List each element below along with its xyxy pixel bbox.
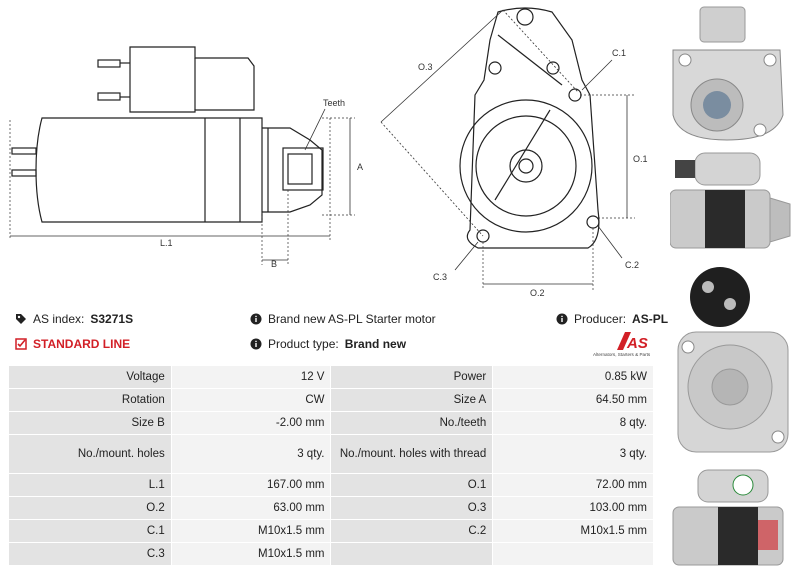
product-type-value: Brand new <box>344 337 407 351</box>
product-description: Brand new AS-PL Starter motor <box>250 312 436 326</box>
spec-label: Power <box>330 365 494 389</box>
product-type: Product type: Brand new <box>250 337 406 351</box>
product-type-label: Product type: <box>268 337 339 351</box>
spec-value <box>492 542 654 566</box>
spec-label: O.3 <box>330 496 494 520</box>
spec-value: 103.00 mm <box>492 496 654 520</box>
spec-value: M10x1.5 mm <box>170 542 332 566</box>
spec-value: 8 qty. <box>492 411 654 435</box>
info-icon <box>250 338 262 350</box>
spec-value: M10x1.5 mm <box>170 519 332 543</box>
product-photo-front <box>672 6 784 141</box>
info-icon <box>556 313 568 325</box>
spec-value: CW <box>170 388 332 412</box>
logo-mark: AS <box>626 335 648 352</box>
checkbox-checked-icon <box>15 338 27 350</box>
label-o2: O.2 <box>530 288 545 298</box>
standard-line-text: STANDARD LINE <box>33 337 131 351</box>
spec-label: L.1 <box>8 473 172 497</box>
label-c1: C.1 <box>612 48 626 58</box>
spec-value: 63.00 mm <box>170 496 332 520</box>
spec-value: 72.00 mm <box>492 473 654 497</box>
label-c3: C.3 <box>433 272 447 282</box>
product-photo-side-label <box>672 469 784 566</box>
spec-label: Rotation <box>8 388 172 412</box>
producer: Producer: AS-PL <box>556 312 668 326</box>
as-index-value: S3271S <box>90 312 134 326</box>
spec-label: No./teeth <box>330 411 494 435</box>
label-teeth: Teeth <box>323 98 345 108</box>
as-index: AS index: S3271S <box>15 312 133 326</box>
tag-icon <box>15 313 27 325</box>
spec-label: C.3 <box>8 542 172 566</box>
product-photo-rear <box>677 267 789 453</box>
spec-label <box>330 542 494 566</box>
producer-label: Producer: <box>574 312 627 326</box>
label-o3: O.3 <box>418 62 433 72</box>
spec-value: M10x1.5 mm <box>492 519 654 543</box>
spec-value: -2.00 mm <box>170 411 332 435</box>
front-view-drawing <box>459 7 600 249</box>
label-o1: O.1 <box>633 154 648 164</box>
as-pl-logo: AS Alternators, Starters & Parts <box>593 330 655 358</box>
producer-value: AS-PL <box>632 312 669 326</box>
spec-label: O.1 <box>330 473 494 497</box>
spec-label: Size A <box>330 388 494 412</box>
spec-label: C.2 <box>330 519 494 543</box>
spec-label: No./mount. holes with thread <box>330 434 494 474</box>
spec-value: 0.85 kW <box>492 365 654 389</box>
spec-label: No./mount. holes <box>8 434 172 474</box>
spec-value: 12 V <box>170 365 332 389</box>
spec-value: 3 qty. <box>492 434 654 474</box>
spec-label: O.2 <box>8 496 172 520</box>
description-text: Brand new AS-PL Starter motor <box>268 312 436 326</box>
as-index-label: AS index: <box>33 312 85 326</box>
spec-value: 167.00 mm <box>170 473 332 497</box>
label-c2: C.2 <box>625 260 639 270</box>
spec-label: Voltage <box>8 365 172 389</box>
spec-label: C.1 <box>8 519 172 543</box>
spec-label: Size B <box>8 411 172 435</box>
product-photo-side <box>670 152 791 249</box>
standard-line-badge: STANDARD LINE <box>15 337 130 351</box>
logo-tagline: Alternators, Starters & Parts <box>593 352 651 357</box>
label-l1: L.1 <box>160 238 173 248</box>
info-icon <box>250 313 262 325</box>
spec-value: 3 qty. <box>170 434 332 474</box>
spec-value: 64.50 mm <box>492 388 654 412</box>
label-a: A <box>357 162 363 172</box>
side-view-drawing <box>11 46 324 223</box>
label-b: B <box>271 259 277 269</box>
